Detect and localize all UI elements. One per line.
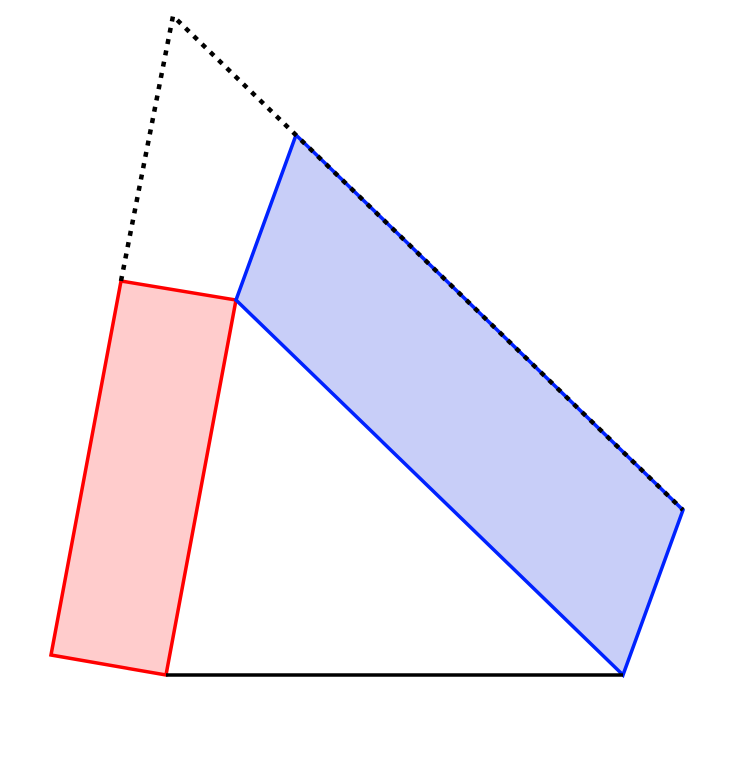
geometry-diagram bbox=[48, 11, 686, 679]
